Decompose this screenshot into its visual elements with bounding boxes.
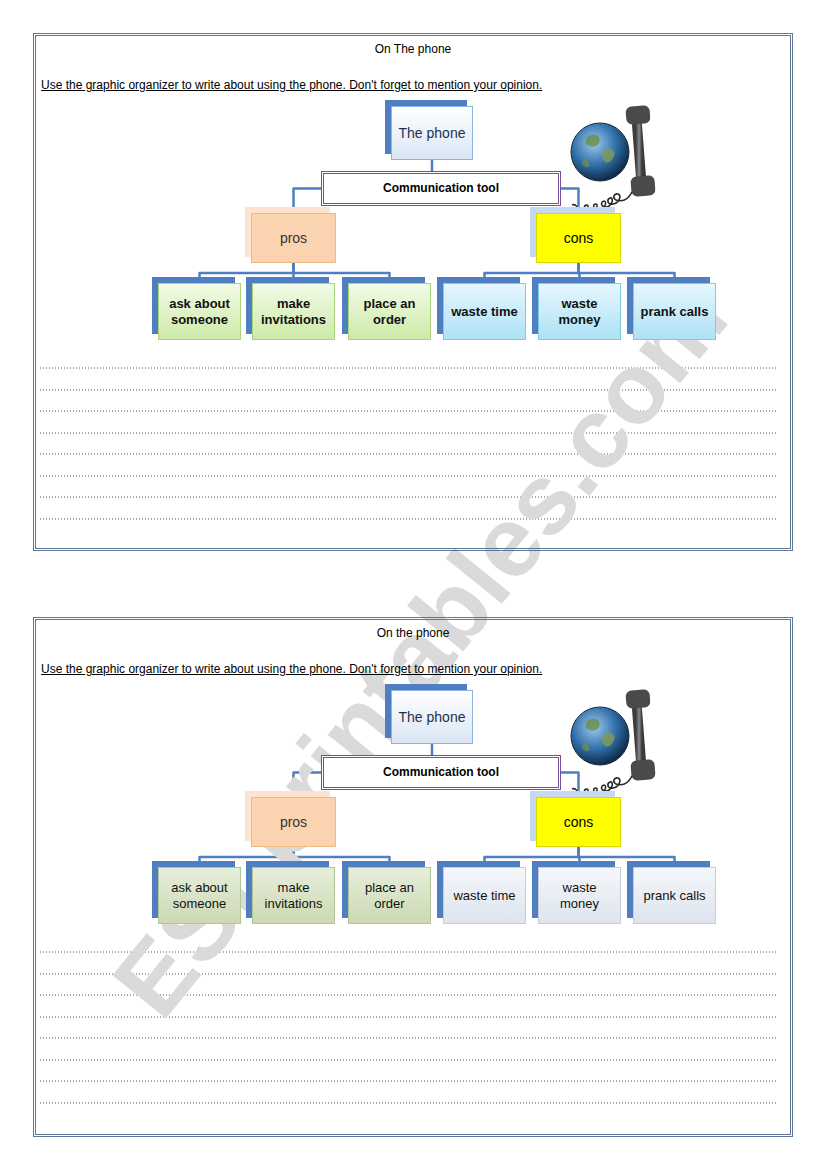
box-label: cons [564, 814, 594, 831]
worksheet-title: On the phone [36, 626, 790, 640]
instruction-text: Use the graphic organizer to write about… [36, 78, 790, 92]
box-label: waste money [544, 880, 615, 911]
writing-line [40, 1017, 777, 1018]
pro-item-box: make invitations [252, 867, 335, 924]
tree-connector [561, 189, 579, 214]
tree-connector [485, 263, 579, 283]
con-item-box: prank calls [633, 867, 716, 924]
tree-connector [561, 773, 579, 798]
box-label: ask about someone [164, 880, 235, 911]
writing-line [40, 476, 777, 477]
box-label: place an order [354, 296, 425, 327]
box-label: pros [280, 230, 307, 247]
pro-item-box: ask about someone [158, 867, 241, 924]
box-label: prank calls [643, 888, 705, 904]
writing-line [40, 497, 777, 498]
box-label: cons [564, 230, 594, 247]
writing-line [40, 1081, 777, 1082]
globe-phone-illustration [571, 105, 656, 210]
con-item-box: waste time [443, 867, 526, 924]
box-label: waste time [453, 888, 515, 904]
con-item-box: waste money [538, 867, 621, 924]
tree-connector [431, 160, 434, 171]
tree-connector [294, 189, 322, 214]
tree-connector [200, 263, 294, 283]
tree-connector [294, 263, 390, 283]
box-label: waste money [544, 296, 615, 327]
writing-line [40, 1038, 777, 1039]
box-label: pros [280, 814, 307, 831]
worksheet-panel: On The phoneUse the graphic organizer to… [33, 33, 793, 551]
con-item-box: waste money [538, 283, 621, 340]
worksheet-panel: On the phoneUse the graphic organizer to… [33, 617, 793, 1137]
tree-connector [485, 847, 579, 867]
box-label: place an order [354, 880, 425, 911]
topic-box: The phone [391, 106, 473, 160]
subtopic-box: Communication tool [321, 171, 561, 206]
globe-phone-illustration [571, 689, 656, 794]
box-label: The phone [399, 709, 466, 726]
tree-connector [579, 847, 675, 867]
box-label: waste time [451, 304, 517, 320]
writing-line [40, 1103, 777, 1104]
writing-line [40, 519, 777, 520]
topic-box: The phone [391, 690, 473, 744]
con-item-box: prank calls [633, 283, 716, 340]
worksheet-title: On The phone [36, 42, 790, 56]
tree-connector [431, 744, 434, 755]
con-item-box: waste time [443, 283, 526, 340]
cons-box: cons [536, 213, 621, 263]
writing-line [40, 454, 777, 455]
box-label: ask about someone [164, 296, 235, 327]
box-label: The phone [399, 125, 466, 142]
instruction-text: Use the graphic organizer to write about… [36, 662, 790, 676]
pros-box: pros [251, 797, 336, 847]
box-label: prank calls [641, 304, 709, 320]
subtopic-box: Communication tool [321, 755, 561, 790]
pro-item-box: place an order [348, 283, 431, 340]
cons-box: cons [536, 797, 621, 847]
writing-line [40, 1060, 777, 1061]
box-label: Communication tool [383, 181, 499, 195]
pro-item-box: ask about someone [158, 283, 241, 340]
pro-item-box: make invitations [252, 283, 335, 340]
box-label: make invitations [258, 296, 329, 327]
box-label: Communication tool [383, 765, 499, 779]
pros-box: pros [251, 213, 336, 263]
pro-item-box: place an order [348, 867, 431, 924]
box-label: make invitations [258, 880, 329, 911]
